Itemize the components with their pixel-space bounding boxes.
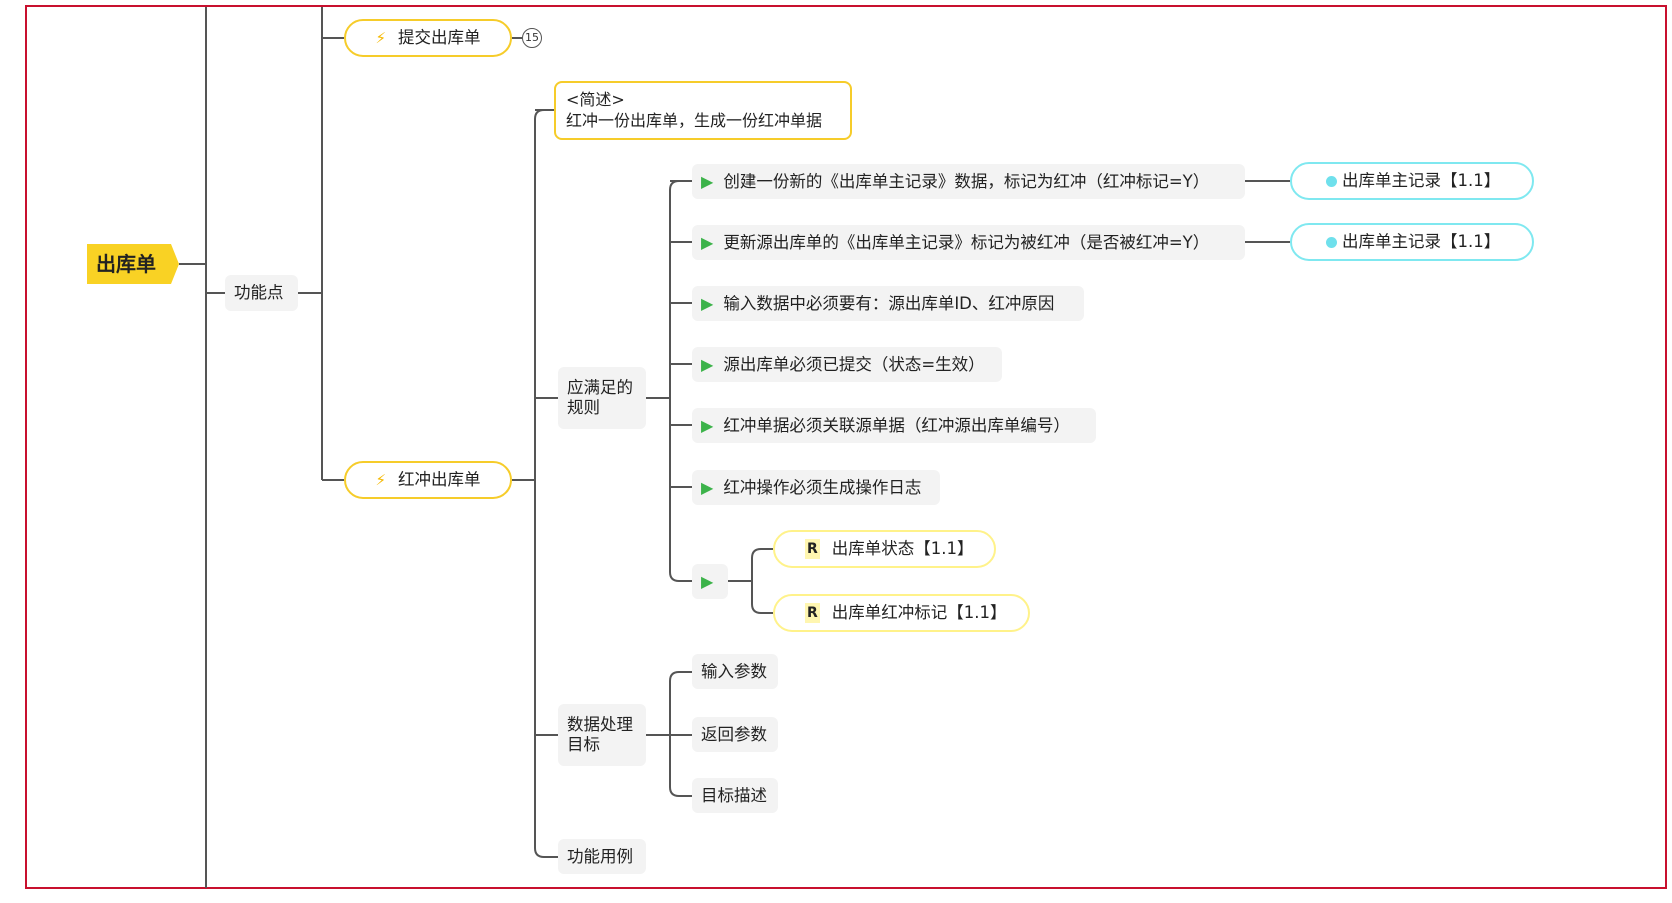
rules-group-label-1: 应满足的 xyxy=(567,378,633,397)
rule-ref-text: 出库单状态【1.1】 xyxy=(831,539,974,558)
description-title: <简述> xyxy=(566,90,625,109)
description-text: 红冲一份出库单，生成一份红冲单据 xyxy=(566,111,823,130)
data-item-label: 返回参数 xyxy=(701,724,767,744)
rule-text: 红冲单据必须关联源单据（红冲源出库单编号） xyxy=(723,415,1070,435)
rule-item[interactable]: ▶ 红冲操作必须生成操作日志 xyxy=(692,470,940,505)
play-arrow-icon: ▶ xyxy=(701,232,714,252)
play-arrow-icon: ▶ xyxy=(701,415,714,435)
rule-text: 源出库单必须已提交（状态=生效） xyxy=(723,354,985,374)
data-item-input-params[interactable]: 输入参数 xyxy=(692,654,778,689)
feature-submit-label: 提交出库单 xyxy=(398,28,481,47)
data-item-label: 目标描述 xyxy=(701,785,767,805)
data-goal-node[interactable]: 数据处理 目标 xyxy=(558,704,646,766)
circle-icon xyxy=(1326,236,1337,248)
feature-submit-node[interactable]: ⚡︎ 提交出库单 xyxy=(344,19,512,57)
rule-item[interactable]: ▶ 更新源出库单的《出库单主记录》标记为被红冲（是否被红冲=Y） xyxy=(692,225,1245,260)
rule-ref-node[interactable]: R 出库单状态【1.1】 xyxy=(773,530,996,568)
circle-icon xyxy=(1326,175,1337,187)
r-badge-icon: R xyxy=(805,603,820,623)
diagram-frame xyxy=(25,5,1667,889)
use-case-node[interactable]: 功能用例 xyxy=(558,839,646,874)
play-arrow-icon: ▶ xyxy=(701,477,714,497)
rules-group-label-2: 规则 xyxy=(567,398,600,417)
rule-text: 创建一份新的《出库单主记录》数据，标记为红冲（红冲标记=Y） xyxy=(723,171,1210,191)
rule-item[interactable]: ▶ 红冲单据必须关联源单据（红冲源出库单编号） xyxy=(692,408,1096,443)
data-item-label: 输入参数 xyxy=(701,661,767,681)
functions-label: 功能点 xyxy=(234,283,284,302)
rule-text: 更新源出库单的《出库单主记录》标记为被红冲（是否被红冲=Y） xyxy=(723,232,1210,252)
rule-item[interactable]: ▶ 创建一份新的《出库单主记录》数据，标记为红冲（红冲标记=Y） xyxy=(692,164,1245,199)
rule-link-node[interactable]: 出库单主记录【1.1】 xyxy=(1290,223,1534,261)
data-goal-label-1: 数据处理 xyxy=(567,715,633,734)
feature-redflush-label: 红冲出库单 xyxy=(398,470,481,489)
rule-text: 输入数据中必须要有：源出库单ID、红冲原因 xyxy=(723,293,1055,313)
rule-item[interactable]: ▶ 输入数据中必须要有：源出库单ID、红冲原因 xyxy=(692,286,1084,321)
rule-link-text: 出库单主记录【1.1】 xyxy=(1342,232,1501,251)
data-item-goal-desc[interactable]: 目标描述 xyxy=(692,778,778,813)
lightning-icon: ⚡︎ xyxy=(375,29,387,47)
root-label: 出库单 xyxy=(96,252,156,276)
rule-ref-text: 出库单红冲标记【1.1】 xyxy=(831,603,1007,622)
rules-group-node[interactable]: 应满足的 规则 xyxy=(558,367,646,429)
use-case-label: 功能用例 xyxy=(567,846,633,866)
data-goal-label-2: 目标 xyxy=(567,735,600,754)
count-badge[interactable]: 15 xyxy=(522,28,542,48)
play-arrow-icon: ▶ xyxy=(701,293,714,313)
root-node[interactable]: 出库单 xyxy=(87,244,179,284)
rule-item[interactable]: ▶ xyxy=(692,564,728,599)
data-item-return-params[interactable]: 返回参数 xyxy=(692,717,778,752)
functions-node[interactable]: 功能点 xyxy=(225,275,298,311)
rule-item[interactable]: ▶ 源出库单必须已提交（状态=生效） xyxy=(692,347,1002,382)
rule-ref-node[interactable]: R 出库单红冲标记【1.1】 xyxy=(773,594,1030,632)
description-node[interactable]: <简述> 红冲一份出库单，生成一份红冲单据 xyxy=(554,81,852,140)
r-badge-icon: R xyxy=(805,539,820,559)
play-arrow-icon: ▶ xyxy=(701,171,714,191)
root-tag-shape xyxy=(87,244,179,284)
rule-link-node[interactable]: 出库单主记录【1.1】 xyxy=(1290,162,1534,200)
play-arrow-icon: ▶ xyxy=(701,571,714,591)
feature-redflush-node[interactable]: ⚡︎ 红冲出库单 xyxy=(344,461,512,499)
lightning-icon: ⚡︎ xyxy=(375,471,387,489)
play-arrow-icon: ▶ xyxy=(701,354,714,374)
rule-link-text: 出库单主记录【1.1】 xyxy=(1342,171,1501,190)
rule-text: 红冲操作必须生成操作日志 xyxy=(723,477,922,497)
